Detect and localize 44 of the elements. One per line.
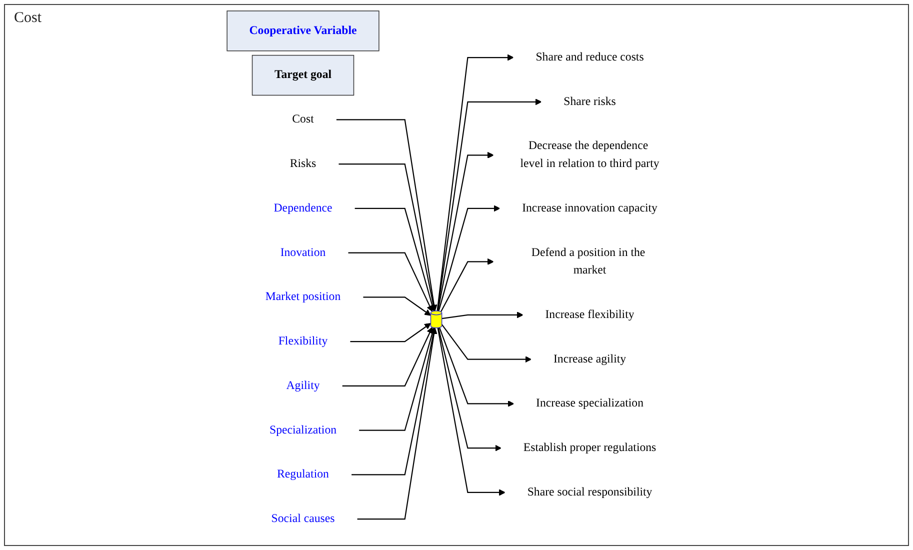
node-text: Regulation — [277, 468, 329, 481]
arrow — [358, 327, 436, 431]
arrow — [437, 328, 506, 496]
node-text: Market position — [265, 290, 341, 304]
arrow — [436, 54, 514, 311]
node-text: Risks — [290, 157, 316, 170]
node-text: Increase agility — [553, 352, 626, 366]
arrow — [348, 252, 433, 312]
node-cylinder — [430, 310, 442, 328]
arrow — [440, 258, 494, 312]
node-text: Share and reduce costs — [536, 50, 644, 64]
node-text: Share social responsibility — [527, 486, 652, 498]
stray-label: Cost — [14, 10, 42, 27]
arrow — [356, 328, 438, 520]
node-text: Increase innovation capacity — [522, 202, 658, 214]
node-text: Defend a position in the market — [531, 246, 646, 276]
arrow — [342, 327, 433, 387]
arrow — [438, 327, 514, 407]
node-text: Agility — [286, 379, 320, 392]
arrow — [351, 328, 437, 476]
arrow — [438, 205, 500, 312]
node-text: Dependence — [274, 202, 332, 214]
arrow — [436, 98, 542, 311]
arrow — [354, 208, 436, 312]
node-text: Inovation — [280, 246, 326, 259]
arrow — [438, 328, 502, 452]
node-text: Flexibility — [278, 334, 328, 348]
arrow — [442, 312, 524, 320]
arrow — [338, 163, 437, 312]
arrow — [441, 324, 532, 363]
arrow — [336, 119, 438, 312]
arrow — [350, 323, 432, 342]
node-text: Establish proper regulations — [523, 441, 656, 454]
node-box: Target goal — [252, 54, 354, 96]
node-text: Social causes — [271, 512, 335, 526]
node-text: Decrease the dependence level in relation to third party — [520, 140, 660, 170]
arrow — [362, 296, 432, 316]
node-text: Specialization — [269, 424, 337, 436]
node-text: Increase specialization — [536, 397, 644, 410]
arrow — [437, 152, 494, 312]
node-box: Cooperative Variable — [226, 10, 380, 52]
node-text: Cost — [292, 113, 314, 126]
node-text: Increase flexibility — [545, 308, 634, 321]
node-text: Share risks — [564, 95, 616, 108]
